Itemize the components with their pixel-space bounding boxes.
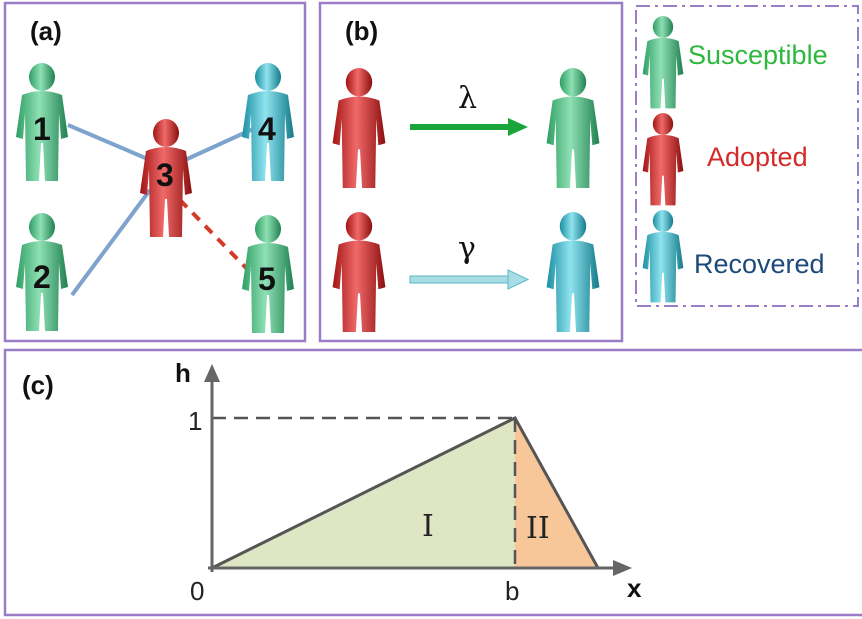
legend-frame [635, 5, 859, 307]
person-icon [332, 212, 386, 332]
person-icon [642, 16, 684, 109]
edge-1-3 [67, 123, 151, 162]
panel-a-label: (a) [30, 16, 62, 46]
person-icon [642, 113, 684, 206]
person-node-2: 2 [16, 213, 68, 331]
y-tick-1: 1 [188, 406, 202, 436]
person-icon [332, 68, 386, 188]
node-label-5: 5 [258, 261, 276, 297]
x-axis-arrow [613, 560, 632, 576]
person-node-5: 5 [242, 215, 294, 333]
panel-c-label: (c) [22, 370, 54, 400]
x-tick-b: b [505, 576, 519, 606]
y-axis-arrow [204, 364, 220, 382]
panel-b-label: (b) [345, 16, 378, 46]
person-icon [546, 212, 600, 332]
arrow-gamma-shaft [409, 275, 511, 284]
person-node-1: 1 [16, 63, 68, 181]
node-label-4: 4 [258, 111, 276, 147]
node-label-3: 3 [156, 157, 174, 193]
x-axis-label: x [627, 573, 642, 603]
region-1-label: I [422, 509, 434, 544]
node-label-2: 2 [33, 259, 51, 295]
legend-adopted: Adopted [707, 142, 808, 172]
origin-label: 0 [190, 576, 204, 606]
arrow-gamma-head [507, 269, 530, 290]
panel-b-frame [318, 1, 624, 343]
panel-a-frame [3, 1, 307, 343]
edge-3-5 [178, 198, 252, 274]
arrow-lambda-head [508, 118, 528, 136]
node-label-1: 1 [33, 111, 51, 147]
y-axis-label: h [175, 358, 191, 388]
edge-2-3 [70, 188, 152, 297]
person-icon [642, 210, 684, 303]
panel-c-frame [3, 348, 862, 617]
legend-recovered: Recovered [694, 249, 825, 279]
legend-susceptible: Susceptible [688, 40, 828, 70]
rate-gamma: γ [458, 231, 476, 266]
person-node-3: 3 [140, 119, 192, 237]
person-icon [546, 68, 600, 188]
rate-lambda: λ [458, 81, 477, 116]
region-2-label: II [526, 511, 550, 546]
person-node-4: 4 [242, 63, 294, 181]
